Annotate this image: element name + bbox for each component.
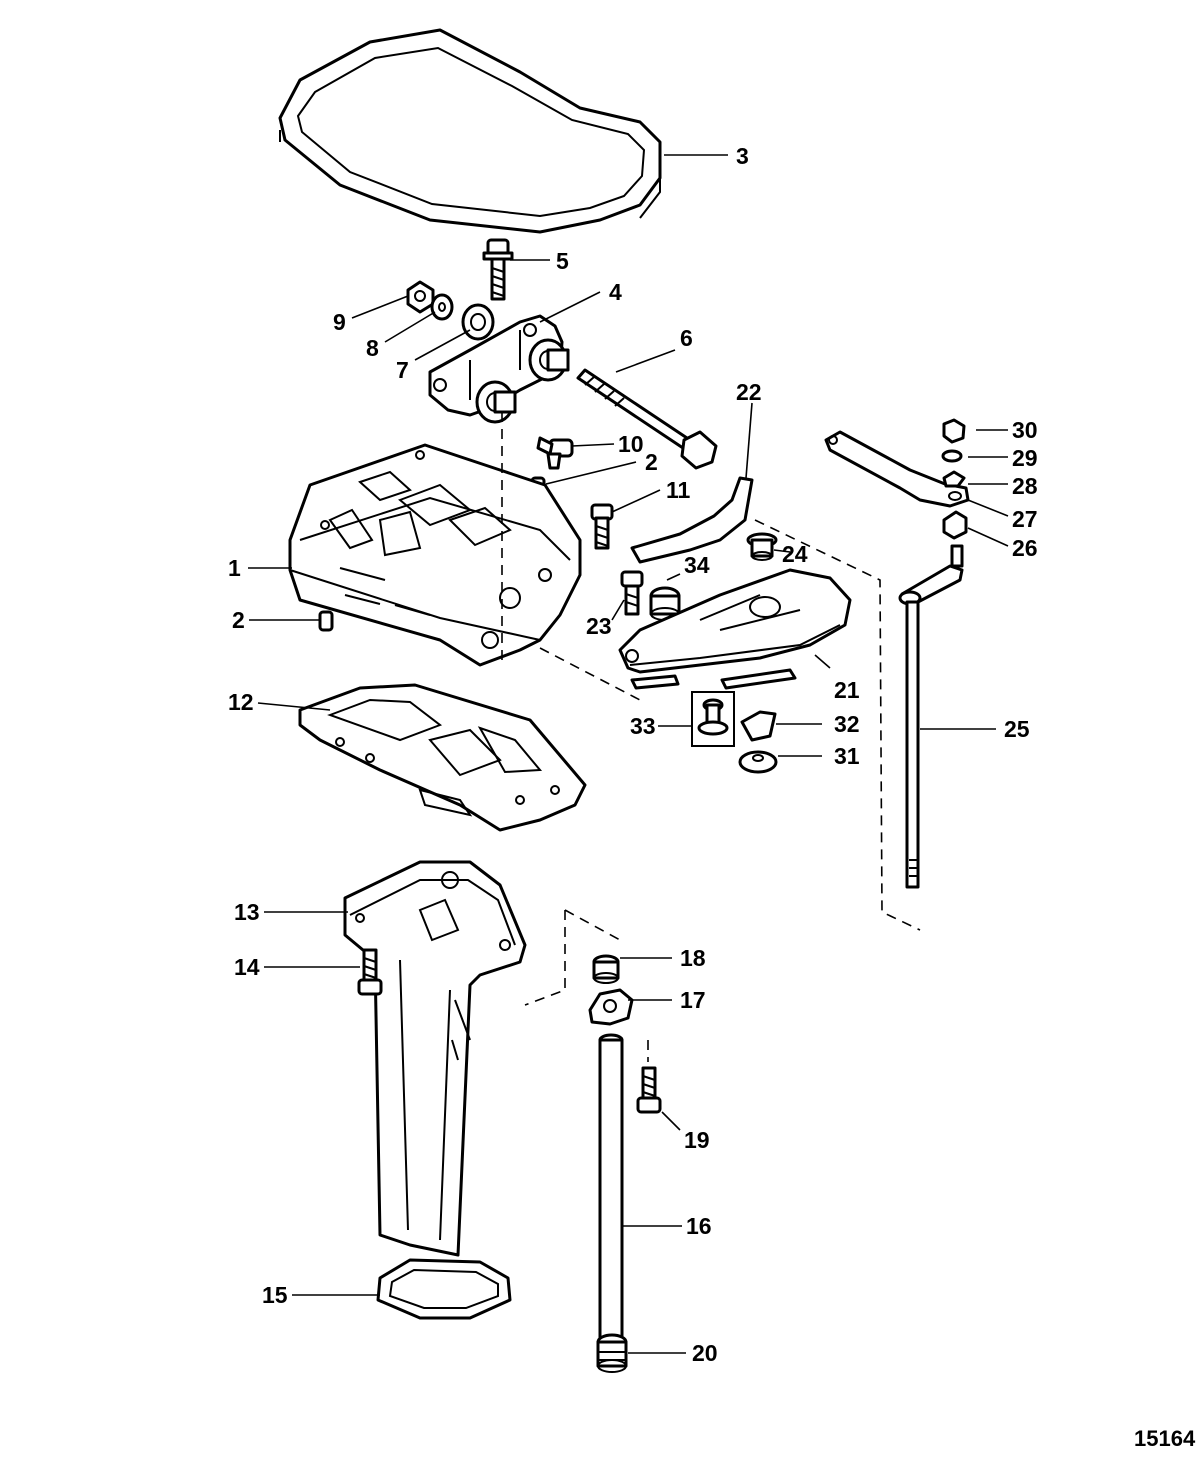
callout-9: 9 bbox=[333, 309, 346, 335]
callout-33: 33 bbox=[630, 713, 656, 739]
callout-25: 25 bbox=[1004, 716, 1030, 742]
callout-15: 15 bbox=[262, 1282, 288, 1308]
callout-31: 31 bbox=[834, 743, 860, 769]
part-8-washer bbox=[430, 293, 454, 321]
callout-26: 26 bbox=[1012, 535, 1038, 561]
part-1-adapter-plate bbox=[288, 443, 582, 667]
part-32-clip bbox=[740, 710, 777, 742]
part-22-strip bbox=[630, 476, 754, 564]
callout-19: 19 bbox=[684, 1127, 710, 1153]
part-17-bracket bbox=[588, 988, 634, 1026]
callout-27: 27 bbox=[1012, 506, 1038, 532]
part-20-grommet bbox=[596, 1333, 628, 1373]
part-31-washer bbox=[738, 750, 778, 774]
callout-7: 7 bbox=[396, 357, 409, 383]
callout-17: 17 bbox=[680, 987, 706, 1013]
callout-12: 12 bbox=[228, 689, 254, 715]
part-34-plug bbox=[649, 586, 681, 621]
part-23-bolt bbox=[620, 570, 644, 616]
callout-3: 3 bbox=[736, 143, 749, 169]
callout-34: 34 bbox=[684, 552, 710, 578]
part-13-exhaust-tube bbox=[343, 860, 527, 1257]
callout-2: 2 bbox=[232, 607, 245, 633]
callout-4: 4 bbox=[609, 279, 622, 305]
callout-14: 14 bbox=[234, 954, 260, 980]
part-30-nut bbox=[942, 418, 966, 444]
callout-11: 11 bbox=[666, 477, 691, 503]
leader-lines bbox=[248, 154, 1009, 1354]
callout-21: 21 bbox=[834, 677, 860, 703]
callout-1: 1 bbox=[228, 555, 241, 581]
part-26-bushing bbox=[942, 510, 968, 540]
part-7-washer bbox=[461, 303, 495, 341]
part-4-bracket bbox=[428, 314, 570, 424]
callout-32: 32 bbox=[834, 711, 860, 737]
part-24-bushing bbox=[746, 532, 778, 561]
part-11-bolt bbox=[590, 503, 614, 550]
part-33-bushing bbox=[691, 691, 735, 747]
part-9-nut bbox=[406, 280, 435, 314]
part-18-bushing bbox=[592, 954, 620, 984]
part-19-bolt bbox=[636, 1066, 662, 1114]
callout-18: 18 bbox=[680, 945, 706, 971]
callout-22: 22 bbox=[736, 379, 762, 405]
part-12-gasket bbox=[298, 683, 587, 832]
callout-10: 10 bbox=[618, 431, 644, 457]
callout-13: 13 bbox=[234, 899, 260, 925]
part-27-lever bbox=[824, 430, 970, 508]
part-2-dowel-lower bbox=[318, 610, 334, 632]
part-14-bolt bbox=[357, 948, 383, 996]
part-16-tube bbox=[598, 1033, 624, 1346]
callout-30: 30 bbox=[1012, 417, 1038, 443]
part-21-bracket-plate bbox=[618, 568, 852, 690]
callout-29: 29 bbox=[1012, 445, 1038, 471]
callout-20: 20 bbox=[692, 1340, 718, 1366]
callout-6: 6 bbox=[680, 325, 693, 351]
part-15-seal bbox=[376, 1258, 512, 1320]
callout-labels: 1 2 2 3 4 5 6 7 8 9 10 11 12 13 14 15 16… bbox=[228, 143, 1038, 1366]
callout-24: 24 bbox=[782, 541, 808, 567]
callout-8: 8 bbox=[366, 335, 379, 361]
part-10-fitting bbox=[536, 436, 574, 470]
callout-5: 5 bbox=[556, 248, 569, 274]
part-28-clip bbox=[942, 470, 966, 488]
part-5-bolt bbox=[482, 238, 514, 301]
part-25-shift-rod bbox=[898, 544, 964, 889]
callout-28: 28 bbox=[1012, 473, 1038, 499]
part-6-long-bolt bbox=[576, 368, 718, 470]
callout-16: 16 bbox=[686, 1213, 712, 1239]
part-29-washer bbox=[941, 449, 963, 463]
callout-23: 23 bbox=[586, 613, 612, 639]
callout-2: 2 bbox=[645, 449, 658, 475]
alignment-lines bbox=[501, 412, 921, 1062]
figure-number: 15164 bbox=[1134, 1426, 1196, 1451]
part-3-seal bbox=[278, 28, 662, 234]
